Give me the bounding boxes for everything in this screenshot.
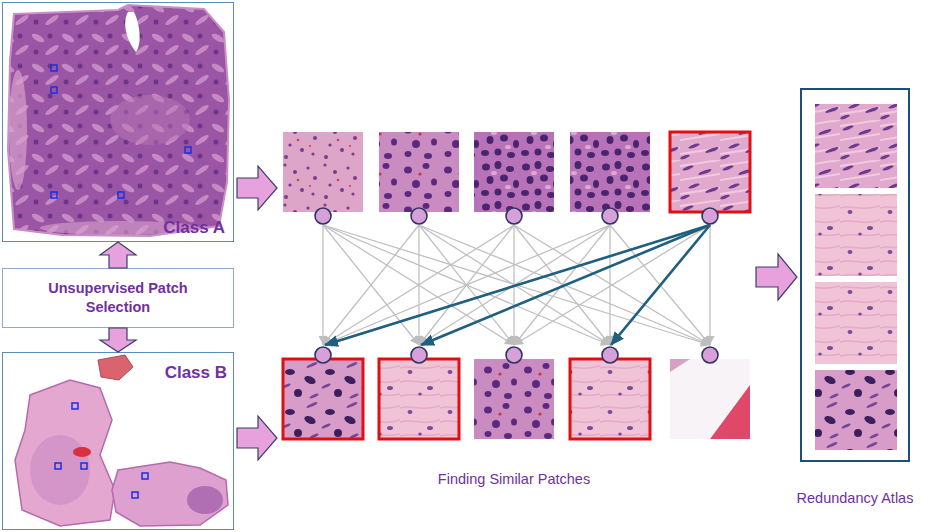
block-arrow [756,254,797,300]
embedding-node [702,347,718,363]
patch-marker [81,463,87,469]
similarity-arrow [609,225,610,345]
similarity-arrow [514,225,710,345]
selected-patch [570,359,650,439]
tissue-edge [710,385,750,439]
embedding-node [315,208,331,224]
patch-marker [51,192,57,198]
patch-marker [55,463,61,469]
process-box: Unsupervised Patch Selection [2,268,234,328]
embedding-node [315,347,331,363]
blood-clot [98,355,133,380]
block-arrow [100,242,136,268]
block-arrow [100,328,136,352]
embedding-node [602,347,618,363]
image-frame: Class A [2,2,234,242]
similarity-arrow [610,225,710,345]
block-arrow [237,416,277,460]
similarity-arrows [323,225,710,345]
embedding-node [602,208,618,224]
embedding-node [702,208,718,224]
similarity-arrow [514,225,610,345]
patch-marker [142,473,148,479]
node-label: Class A [163,218,225,238]
embedding-node [506,347,522,363]
tissue-region [9,70,27,190]
match-arrow [421,225,710,345]
embedding-node [411,208,427,224]
slide-tissue [112,462,228,526]
similarity-arrow [419,225,710,345]
similarity-arrow [709,225,710,345]
similarity-arrow [419,225,710,345]
atlas-box: Redundancy Atlas [800,88,910,462]
similarity-arrow [322,225,323,345]
patch-markers [51,65,191,198]
tissue-patch [474,132,554,212]
node-label: Unsupervised Patch Selection [38,279,198,317]
atlas-patch [815,194,897,276]
selected-patch [379,359,459,439]
patch-markers [55,403,148,498]
tissue-edge [670,359,690,372]
slide-tissue [15,380,115,526]
blood-region [73,447,91,457]
match-arrow [325,225,710,345]
similarity-arrow [514,225,710,345]
atlas-patch [815,104,897,188]
image-frame: Class B [2,352,234,530]
similarity-arrow [323,225,710,345]
selected-patch [283,359,363,439]
slide-tissue [8,5,229,236]
block-arrows [237,166,797,460]
selected-patch [670,132,750,212]
atlas-patch [815,282,897,364]
patch-marker [51,65,57,71]
embedding-node [506,208,522,224]
node-label: Class B [165,363,227,383]
tissue-region [110,95,190,145]
similarity-arrow [323,225,514,345]
tissue-patch [283,132,363,212]
similarity-arrow [323,225,514,345]
slide-hole [125,12,139,52]
patch-marker [132,492,138,498]
node-label: Redundancy Atlas [770,490,927,506]
patch-marker [72,403,78,409]
patch-marker [51,87,57,93]
similarity-arrow [323,225,710,345]
match-arrows [325,225,710,345]
embedding-node [411,347,427,363]
atlas-patch [815,370,897,450]
similarity-arrow [323,225,419,345]
similarity-arrow [514,225,610,345]
tissue-patch [474,359,554,439]
block-arrow [237,166,277,210]
tissue-patch [570,132,650,212]
tissue-region [187,486,223,514]
tissue-patch [379,132,459,212]
similarity-arrow [323,225,419,345]
patch-marker [185,147,191,153]
similarity-arrow [610,225,710,345]
patch-marker [118,192,124,198]
tissue-patch [670,359,750,439]
match-arrow [611,225,710,345]
section-label: Finding Similar Patches [404,471,624,487]
embedding-nodes [315,208,718,363]
tissue-region [30,435,90,505]
